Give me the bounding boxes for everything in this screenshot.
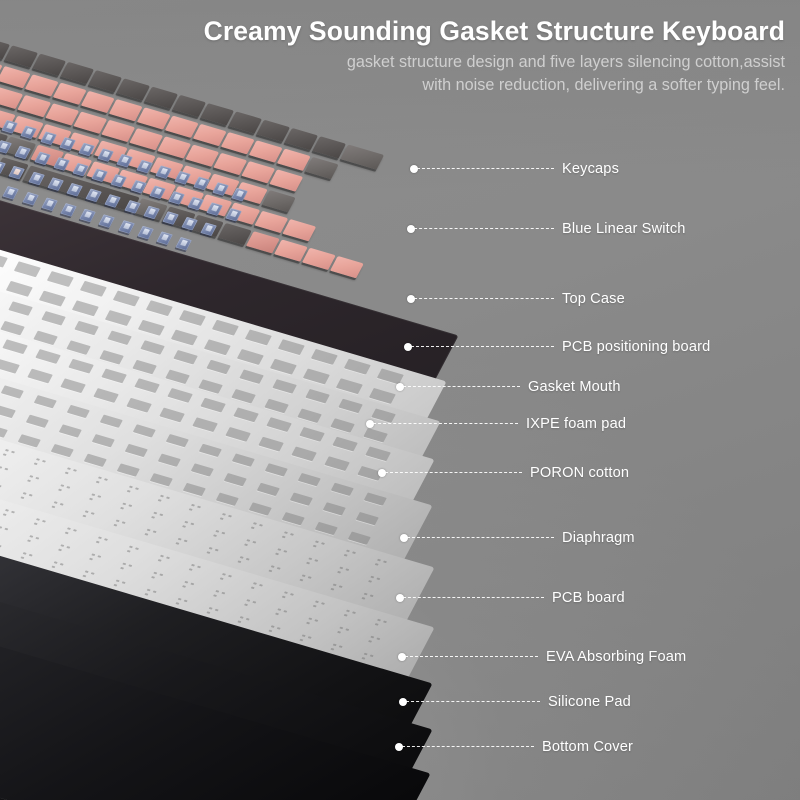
callout-dot-icon bbox=[410, 165, 418, 173]
callout-leader-line bbox=[405, 656, 538, 658]
callout-label: Top Case bbox=[562, 291, 625, 307]
callout-leader-line bbox=[407, 537, 554, 539]
callout-leader-line bbox=[406, 701, 540, 703]
callout-dot-icon bbox=[395, 743, 403, 751]
callout-dot-icon bbox=[396, 594, 404, 602]
callout-label: Silicone Pad bbox=[548, 694, 631, 710]
subtitle-line-1: gasket structure design and five layers … bbox=[346, 53, 785, 72]
callout-leader-line bbox=[417, 168, 554, 170]
callout-label: IXPE foam pad bbox=[526, 416, 627, 432]
callout-dot-icon bbox=[407, 225, 415, 233]
callout-dot-icon bbox=[400, 534, 408, 542]
callout-dot-icon bbox=[396, 383, 404, 391]
callout-label: EVA Absorbing Foam bbox=[546, 649, 687, 665]
callout-dot-icon bbox=[378, 469, 386, 477]
callout-leader-line bbox=[411, 346, 554, 348]
callout-dot-icon bbox=[407, 295, 415, 303]
header: Creamy Sounding Gasket Structure Keyboar… bbox=[140, 16, 785, 97]
callout-label: Blue Linear Switch bbox=[562, 221, 686, 237]
callout-leader-line bbox=[402, 746, 534, 748]
callout-dot-icon bbox=[366, 420, 374, 428]
callout-leader-line bbox=[414, 228, 554, 230]
callout-label: Keycaps bbox=[562, 161, 620, 177]
callout-label: Diaphragm bbox=[562, 530, 635, 546]
callout-leader-line bbox=[403, 597, 544, 599]
callout-leader-line bbox=[373, 423, 518, 425]
callout-leader-line bbox=[414, 298, 554, 300]
callout-label: PORON cotton bbox=[530, 465, 630, 481]
callout-label: PCB board bbox=[552, 590, 625, 606]
page-title: Creamy Sounding Gasket Structure Keyboar… bbox=[203, 16, 785, 46]
callout-dot-icon bbox=[398, 653, 406, 661]
callout-dot-icon bbox=[404, 343, 412, 351]
callout-label: Gasket Mouth bbox=[528, 379, 621, 395]
exploded-keyboard-diagram: AULA bbox=[0, 37, 550, 800]
callout-leader-line bbox=[385, 472, 522, 474]
callout-label: Bottom Cover bbox=[542, 739, 634, 755]
callout-dot-icon bbox=[399, 698, 407, 706]
callout-leader-line bbox=[403, 386, 520, 388]
subtitle-line-2: with noise reduction, delivering a softe… bbox=[422, 76, 785, 95]
stack-shadow bbox=[0, 796, 450, 800]
callout-label: PCB positioning board bbox=[562, 339, 711, 355]
